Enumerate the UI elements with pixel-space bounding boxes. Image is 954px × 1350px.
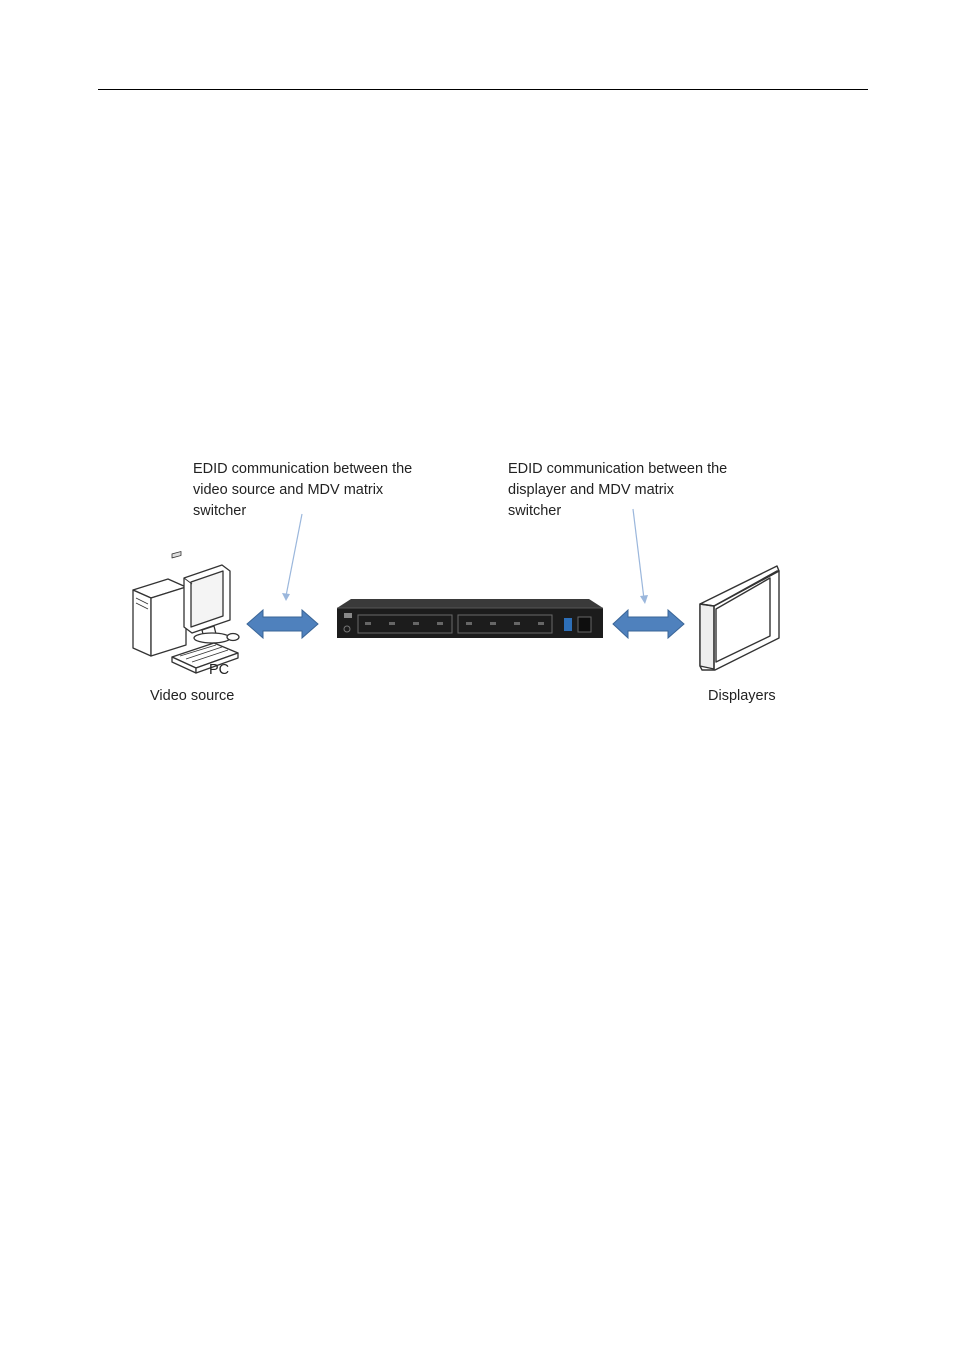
header-rule [98, 89, 868, 90]
monitor-icon [699, 565, 780, 671]
right-edid-caption: EDID communication between the displayer… [508, 461, 728, 519]
pc-label: PC [209, 662, 230, 678]
left-pointer-line [282, 513, 303, 601]
right-double-arrow [612, 608, 685, 640]
displayers-label: Displayers [708, 688, 776, 704]
left-double-arrow [246, 608, 319, 640]
video-source-label: Video source [150, 688, 235, 704]
right-pointer-line [632, 508, 648, 604]
matrix-switcher-device [337, 599, 603, 638]
left-edid-caption: EDID communication between the video sou… [193, 461, 413, 519]
pc-icon [132, 551, 240, 674]
